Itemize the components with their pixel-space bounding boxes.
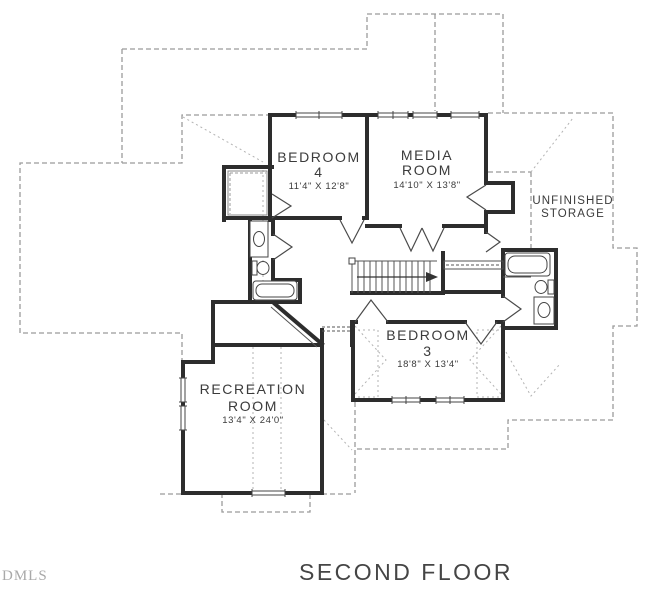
wall-media-bump-closet	[484, 181, 515, 214]
fixtures	[249, 220, 555, 325]
window-media-top-3	[450, 111, 480, 119]
hip-line-closet	[182, 116, 264, 163]
recreation-room-dims: 13'4" X 24'0"	[222, 415, 284, 426]
bathtub-fixture-bath2	[504, 252, 551, 277]
bedroom3-label: BEDROOM	[386, 327, 470, 343]
media-room-label-1: MEDIA	[401, 147, 453, 163]
sink-fixture-bath1	[249, 220, 269, 258]
wall-angled-hall	[272, 301, 325, 347]
windows	[179, 111, 480, 497]
ceiling-zone-bedroom3-east	[476, 329, 503, 398]
stair-newel	[348, 257, 356, 265]
media-room-dims: 14'10" X 13'8"	[393, 180, 460, 191]
wall-stairs-hall	[350, 251, 505, 295]
bedroom4-label: BEDROOM	[277, 149, 361, 165]
sink-fixture-bath2	[533, 296, 555, 325]
recreation-room-label-2: ROOM	[228, 398, 278, 414]
window-bedroom4-top	[295, 111, 343, 119]
valley-line-bath2	[505, 351, 561, 397]
door-media-double-right	[421, 227, 445, 253]
toilet-fixture-bath2	[534, 279, 555, 295]
storage-label-2: STORAGE	[541, 208, 605, 220]
stairs-up-arrow	[357, 272, 438, 282]
walls	[181, 113, 558, 495]
door-bedroom4	[339, 219, 365, 245]
roofline-storage-west	[488, 171, 532, 250]
door-bath2	[502, 295, 523, 323]
ceiling-zone-bedroom3-west	[352, 329, 379, 398]
doors	[271, 184, 523, 346]
door-bedroom4-closet	[271, 193, 293, 219]
door-storage	[485, 231, 502, 253]
door-bath1	[272, 233, 294, 261]
cased-opening-recroom	[322, 326, 352, 332]
bedroom4-dims: 11'4" X 12'8"	[289, 181, 350, 192]
wall-bath1	[211, 216, 302, 347]
roofline-right	[355, 112, 638, 450]
wall-bedroom3	[350, 320, 505, 402]
wall-bath2	[501, 248, 558, 330]
door-bedroom3-east	[464, 321, 498, 346]
window-media-top-1	[377, 111, 409, 119]
window-recroom-bottom	[251, 489, 286, 497]
wall-angled-inner-line	[270, 306, 318, 348]
bedroom4-number: 4	[314, 164, 323, 180]
bedroom3-dims: 18'8" X 13'4"	[397, 359, 459, 370]
door-media-double-left	[399, 227, 423, 253]
staircase	[348, 257, 438, 293]
window-recroom-bay-1	[179, 377, 187, 403]
hip-line-bedroom3-west	[354, 325, 387, 395]
bedroom3-number: 3	[423, 343, 432, 359]
window-recroom-bay-2	[179, 405, 187, 431]
window-media-top-2	[412, 111, 438, 119]
page-title: SECOND FLOOR	[299, 559, 513, 585]
bathtub-fixture-bath1	[252, 280, 298, 301]
hip-line-storage	[530, 117, 574, 173]
closet-inner-line	[227, 170, 268, 216]
door-bedroom3-west	[354, 298, 389, 323]
recreation-room-label-1: RECREATION	[200, 381, 307, 397]
roofline-outline	[19, 13, 638, 513]
roofline-left	[19, 114, 271, 360]
roofline-porch-below-recroom	[221, 493, 311, 513]
media-room-label-2: ROOM	[402, 162, 452, 178]
closet-shelf-dash	[229, 172, 266, 214]
window-bedroom3-1	[391, 396, 421, 404]
valley-line-recroom	[323, 419, 353, 451]
storage-label-1: UNFINISHED	[532, 195, 613, 207]
hip-line-bedroom3-east	[469, 325, 502, 395]
stair-landing-rail	[443, 260, 504, 270]
wall-bedroom4-media	[268, 113, 488, 234]
window-bedroom3-2	[435, 396, 465, 404]
thin-lines	[227, 170, 531, 348]
door-media-closet	[465, 184, 487, 211]
toilet-fixture-bath1	[251, 260, 270, 276]
wall-closet-bedroom4	[222, 165, 274, 222]
roofline-top	[122, 13, 504, 113]
watermark-logo: DMLS	[2, 568, 48, 584]
